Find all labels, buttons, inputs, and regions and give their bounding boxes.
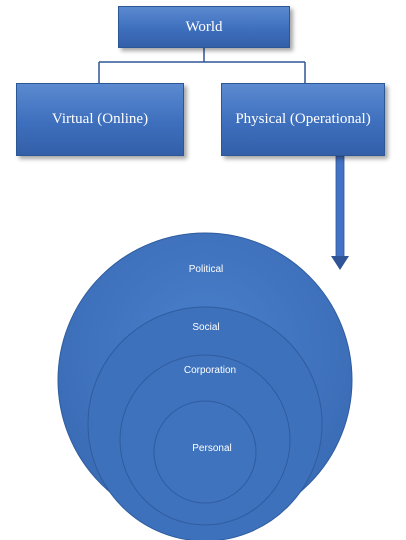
nested-circles: [57, 232, 353, 540]
arrow-head: [331, 256, 349, 270]
social-label: Social: [192, 322, 220, 333]
physical-operational-box: Physical (Operational): [221, 83, 385, 156]
corporation-label: Corporation: [183, 365, 237, 376]
world-label: World: [185, 18, 223, 35]
arrow-shaft: [335, 155, 345, 261]
virtual-online-box: Virtual (Online): [16, 83, 184, 156]
down-arrow: [331, 155, 349, 270]
political-label: Political: [188, 264, 224, 275]
physical-operational-label: Physical (Operational): [235, 111, 371, 127]
world-box: World: [118, 6, 290, 48]
tree-connectors: [98, 48, 306, 83]
personal-label: Personal: [192, 443, 232, 454]
virtual-online-label: Virtual (Online): [51, 111, 149, 127]
circle-personal: [153, 400, 257, 504]
